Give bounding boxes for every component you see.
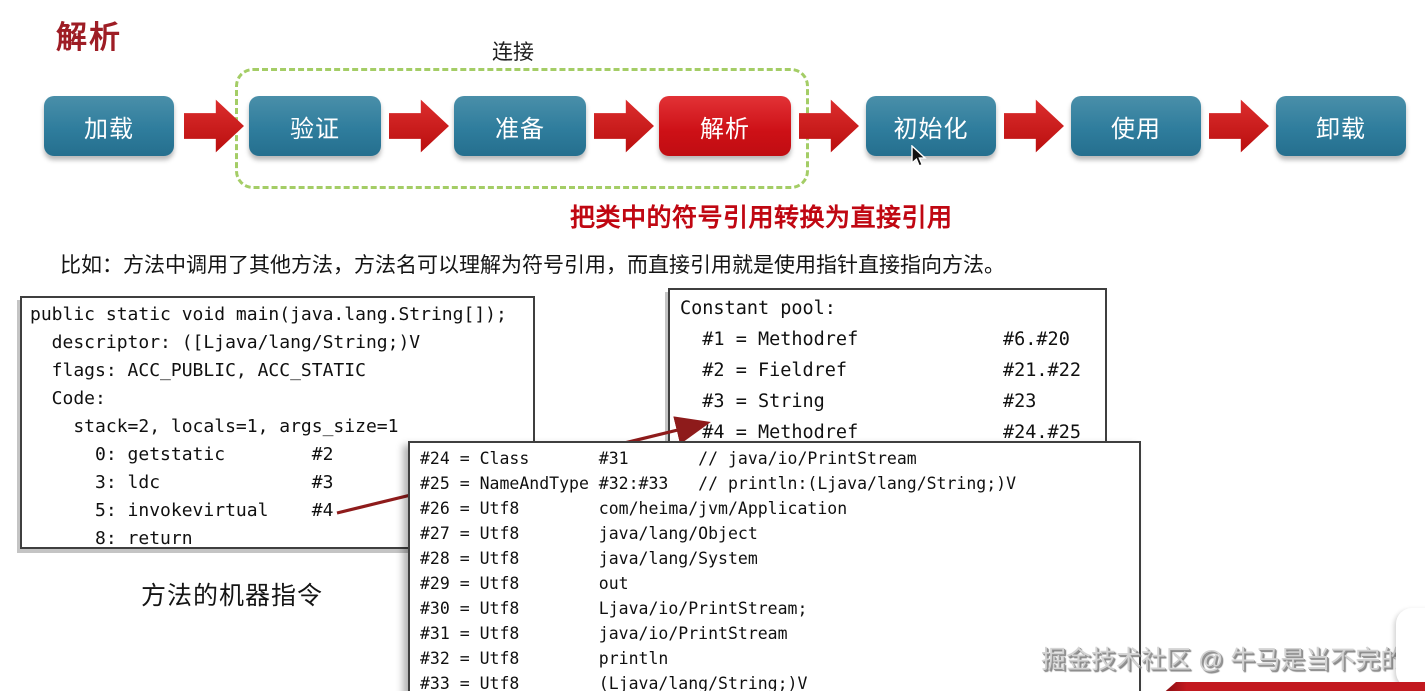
stage-label: 验证	[290, 115, 340, 143]
speech-bubble-shape	[1396, 608, 1425, 688]
code-line: 0: getstatic #2	[30, 444, 334, 465]
code-line: #1 = Methodref #6.#20	[680, 329, 1070, 350]
code-line: #29 = Utf8 out	[420, 574, 629, 593]
code-line: flags: ACC_PUBLIC, ACC_STATIC	[30, 360, 366, 381]
flow-stage-preparation: 准备	[454, 96, 586, 156]
linking-label: 连接	[492, 41, 534, 64]
code-line: Constant pool:	[680, 298, 836, 319]
red-banner-partial	[1160, 682, 1425, 691]
code-line: #2 = Fieldref #21.#22	[680, 360, 1081, 381]
code-line: #30 = Utf8 Ljava/io/PrintStream;	[420, 599, 808, 618]
resolution-definition-caption: 把类中的符号引用转换为直接引用	[570, 204, 953, 232]
right-arrow-icon	[1004, 99, 1064, 153]
code-line: #28 = Utf8 java/lang/System	[420, 549, 758, 568]
code-line: #27 = Utf8 java/lang/Object	[420, 524, 758, 543]
flow-stage-unloading: 卸载	[1276, 96, 1406, 156]
code-line: #25 = NameAndType #32:#33 // println:(Lj…	[420, 474, 1017, 493]
bytecode-caption: 方法的机器指令	[141, 582, 324, 610]
right-arrow-icon	[1209, 99, 1269, 153]
page-title: 解析	[56, 20, 122, 55]
code-line: public static void main(java.lang.String…	[30, 304, 507, 325]
flow-stage-initialization: 初始化	[866, 96, 996, 156]
watermark-text: 掘金技术社区 @ 牛马是当不完的	[1041, 646, 1406, 674]
flow-stage-usage: 使用	[1071, 96, 1201, 156]
code-line: #24 = Class #31 // java/io/PrintStream	[420, 449, 917, 468]
code-line: descriptor: ([Ljava/lang/String;)V	[30, 332, 421, 353]
constant-pool-box: Constant pool: #1 = Methodref #6.#20 #2 …	[668, 288, 1107, 458]
flow-stage-verification: 验证	[249, 96, 381, 156]
example-description: 比如：方法中调用了其他方法，方法名可以理解为符号引用，而直接引用就是使用指针直接…	[60, 254, 1005, 277]
code-line: 5: invokevirtual #4	[30, 500, 334, 521]
code-line: stack=2, locals=1, args_size=1	[30, 416, 399, 437]
stage-label: 使用	[1111, 115, 1161, 143]
code-line: #26 = Utf8 com/heima/jvm/Application	[420, 499, 848, 518]
flow-stage-resolution: 解析	[659, 96, 791, 156]
stage-label: 初始化	[893, 115, 969, 143]
code-line: 3: ldc #3	[30, 472, 334, 493]
mouse-cursor-icon	[911, 145, 927, 167]
code-line: #32 = Utf8 println	[420, 649, 669, 668]
stage-label: 加载	[84, 115, 134, 143]
constant-pool-detail-box: #24 = Class #31 // java/io/PrintStream #2…	[408, 441, 1141, 691]
stage-label: 解析	[700, 115, 750, 143]
flow-stage-loading: 加载	[44, 96, 174, 156]
code-line: Code:	[30, 388, 106, 409]
stage-label: 准备	[495, 115, 545, 143]
code-line: #33 = Utf8 (Ljava/lang/String;)V	[420, 674, 808, 691]
code-line: #3 = String #23	[680, 391, 1037, 412]
code-line: 8: return	[30, 528, 193, 549]
code-line: #31 = Utf8 java/io/PrintStream	[420, 624, 788, 643]
stage-label: 卸载	[1316, 115, 1366, 143]
